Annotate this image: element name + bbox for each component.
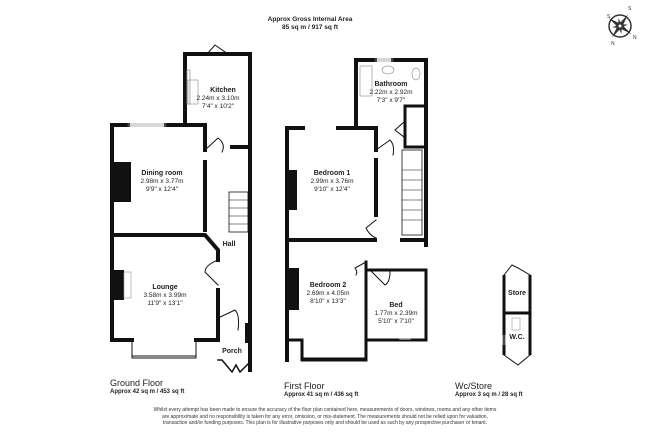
svg-text:9'10" x 12'4": 9'10" x 12'4" [314,186,350,193]
svg-text:2.24m x 3.10m: 2.24m x 3.10m [197,95,240,102]
svg-text:S: S [607,14,611,20]
svg-text:5'10" x 7'10": 5'10" x 7'10" [378,318,414,325]
gross-area-title: Approx Gross Internal Area 85 sq m / 917… [0,16,650,32]
wc-store-name: Wc/Store [455,381,493,391]
first-floor-area: Approx 41 sq m / 436 sq ft [284,392,359,398]
room-dining-label: Dining room [141,170,182,177]
svg-text:2.22m x 2.92m: 2.22m x 2.92m [370,89,413,96]
wc-store-plan [502,264,532,366]
svg-text:7'4" x 10'2": 7'4" x 10'2" [202,103,235,110]
compass-rose-icon: S S N N [607,6,637,47]
svg-text:11'9" x 13'1": 11'9" x 13'1" [147,300,183,307]
room-bed-label: Bed [389,302,402,309]
ground-floor-plan [110,44,252,374]
room-bedroom2-label: Bedroom 2 [310,282,347,289]
room-wc-label: W.C. [509,334,524,341]
svg-text:N: N [633,35,637,41]
svg-text:3.58m x 3.99m: 3.58m x 3.99m [144,292,187,299]
svg-text:S: S [628,6,632,12]
svg-text:8'10" x 13'3": 8'10" x 13'3" [310,298,346,305]
svg-text:7'3" x 9'7": 7'3" x 9'7" [377,97,406,104]
room-kitchen-label: Kitchen [210,87,236,94]
room-bedroom1-label: Bedroom 1 [314,170,351,177]
svg-text:N: N [611,41,615,47]
ground-floor-name: Ground Floor [110,378,164,388]
disclaimer-text: Whilst every attempt has been made to en… [153,407,497,427]
ground-floor-area: Approx 42 sq m / 453 sq ft [110,389,185,395]
room-hall-label: Hall [223,241,236,248]
svg-text:2.99m x 3.76m: 2.99m x 3.76m [311,178,354,185]
wc-store-caption: Wc/Store Approx 3 sq m / 28 sq ft [455,381,523,398]
ground-floor-caption: Ground Floor Approx 42 sq m / 453 sq ft [110,378,184,395]
room-porch-label: Porch [222,348,242,355]
first-floor-caption: First Floor Approx 41 sq m / 436 sq ft [284,381,358,398]
svg-text:9'9" x 12'4": 9'9" x 12'4" [146,186,179,193]
first-floor-name: First Floor [284,381,325,391]
room-bathroom-label: Bathroom [374,81,407,88]
svg-text:1.77m x 2.39m: 1.77m x 2.39m [375,310,418,317]
gross-area-total: 85 sq m / 917 sq ft [282,24,338,31]
gross-area-heading: Approx Gross Internal Area [267,16,353,23]
room-store-label: Store [508,290,526,297]
room-labels: Kitchen 2.24m x 3.10m 7'4" x 10'2" Dinin… [141,81,527,355]
svg-text:2.69m x 4.05m: 2.69m x 4.05m [307,290,350,297]
first-floor-plan [285,58,428,362]
wc-store-area: Approx 3 sq m / 28 sq ft [455,392,523,398]
room-lounge-label: Lounge [152,284,177,291]
svg-text:2.98m x 3.77m: 2.98m x 3.77m [141,178,184,185]
